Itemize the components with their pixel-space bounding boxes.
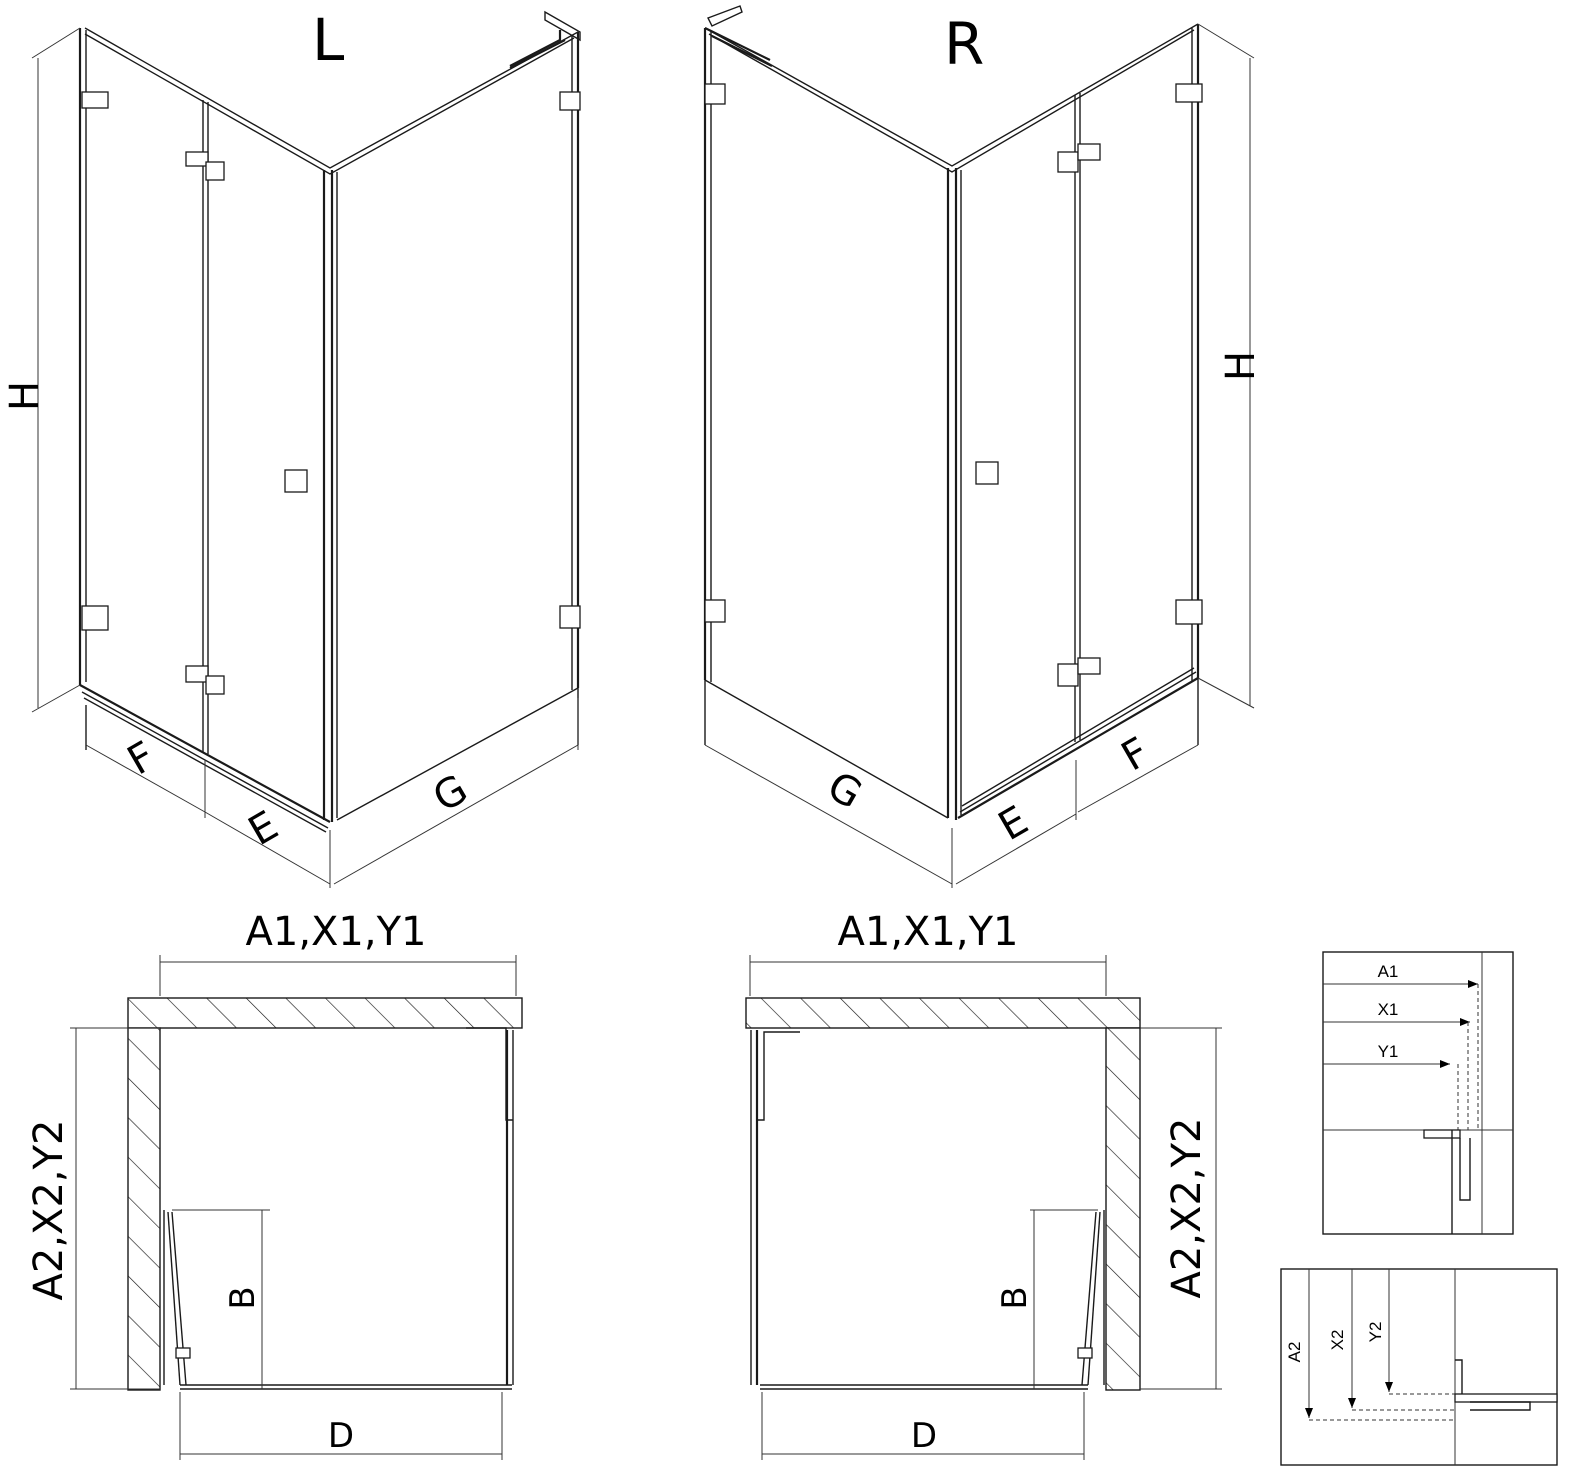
hinge-icon bbox=[81, 605, 109, 631]
hinge-icon bbox=[1175, 83, 1203, 103]
dim-side-label: G bbox=[820, 763, 870, 818]
plan-right: A1,X1,Y1 A2,X2,Y2 B D bbox=[745, 909, 1222, 1460]
detail-label-x2: X2 bbox=[1328, 1330, 1347, 1351]
dim-door-label: E bbox=[991, 798, 1036, 850]
view-right-title: R bbox=[944, 10, 984, 78]
wall-bracket-icon bbox=[704, 599, 726, 623]
hinge-icon bbox=[1175, 599, 1203, 625]
view-left: L H F E G bbox=[2, 6, 581, 888]
detail-label-a2: A2 bbox=[1285, 1342, 1304, 1363]
handle-icon bbox=[284, 469, 308, 493]
wall-top bbox=[745, 997, 1141, 1029]
detail-top: A1 X1 Y1 bbox=[1322, 951, 1514, 1235]
plan-width-label: A1,X1,Y1 bbox=[246, 909, 427, 955]
dim-door-label: E bbox=[241, 803, 286, 855]
wall-bracket-icon bbox=[559, 605, 581, 629]
detail-label-y2: Y2 bbox=[1366, 1322, 1385, 1343]
plan-opening-label: B bbox=[995, 1286, 1035, 1309]
plan-depth-label: A2,X2,Y2 bbox=[26, 1120, 72, 1301]
dim-side-label: G bbox=[426, 766, 476, 821]
hinge-icon bbox=[185, 665, 209, 683]
hinge-icon bbox=[1057, 663, 1079, 687]
detail-label-a1: A1 bbox=[1378, 962, 1399, 981]
hinge-icon bbox=[1057, 151, 1079, 173]
hinge-icon bbox=[205, 675, 225, 695]
hinge-icon bbox=[175, 1347, 191, 1359]
plan-base-label: D bbox=[911, 1416, 937, 1456]
hinge-icon bbox=[1077, 143, 1101, 161]
wall-right bbox=[1105, 1027, 1141, 1391]
wall-left bbox=[127, 1027, 161, 1391]
hinge-icon bbox=[1077, 1347, 1093, 1359]
hinge-icon bbox=[205, 161, 225, 181]
hinge-icon bbox=[1077, 657, 1101, 675]
hinge-icon bbox=[185, 151, 209, 167]
handle-icon bbox=[975, 461, 999, 485]
plan-depth-label: A2,X2,Y2 bbox=[1164, 1118, 1210, 1299]
plan-base-label: D bbox=[328, 1416, 354, 1456]
dim-height-label: H bbox=[2, 381, 48, 411]
wall-top bbox=[127, 997, 523, 1029]
wall-bracket-icon bbox=[559, 91, 581, 111]
plan-width-label: A1,X1,Y1 bbox=[838, 909, 1019, 955]
detail-label-x1: X1 bbox=[1378, 1000, 1399, 1019]
view-left-title: L bbox=[312, 6, 344, 74]
hinge-icon bbox=[81, 91, 109, 109]
dim-height-label: H bbox=[1218, 351, 1264, 381]
plan-opening-label: B bbox=[223, 1286, 263, 1309]
plan-left: A1,X1,Y1 A2,X2,Y2 B D bbox=[26, 909, 523, 1460]
view-right: R H F E G bbox=[703, 5, 1264, 888]
dim-fixed-label: F bbox=[120, 733, 163, 784]
detail-label-y1: Y1 bbox=[1378, 1042, 1399, 1061]
dim-fixed-label: F bbox=[1114, 729, 1157, 780]
wall-bracket-icon bbox=[704, 83, 726, 105]
detail-bottom: A2 X2 Y2 bbox=[1280, 1268, 1558, 1466]
